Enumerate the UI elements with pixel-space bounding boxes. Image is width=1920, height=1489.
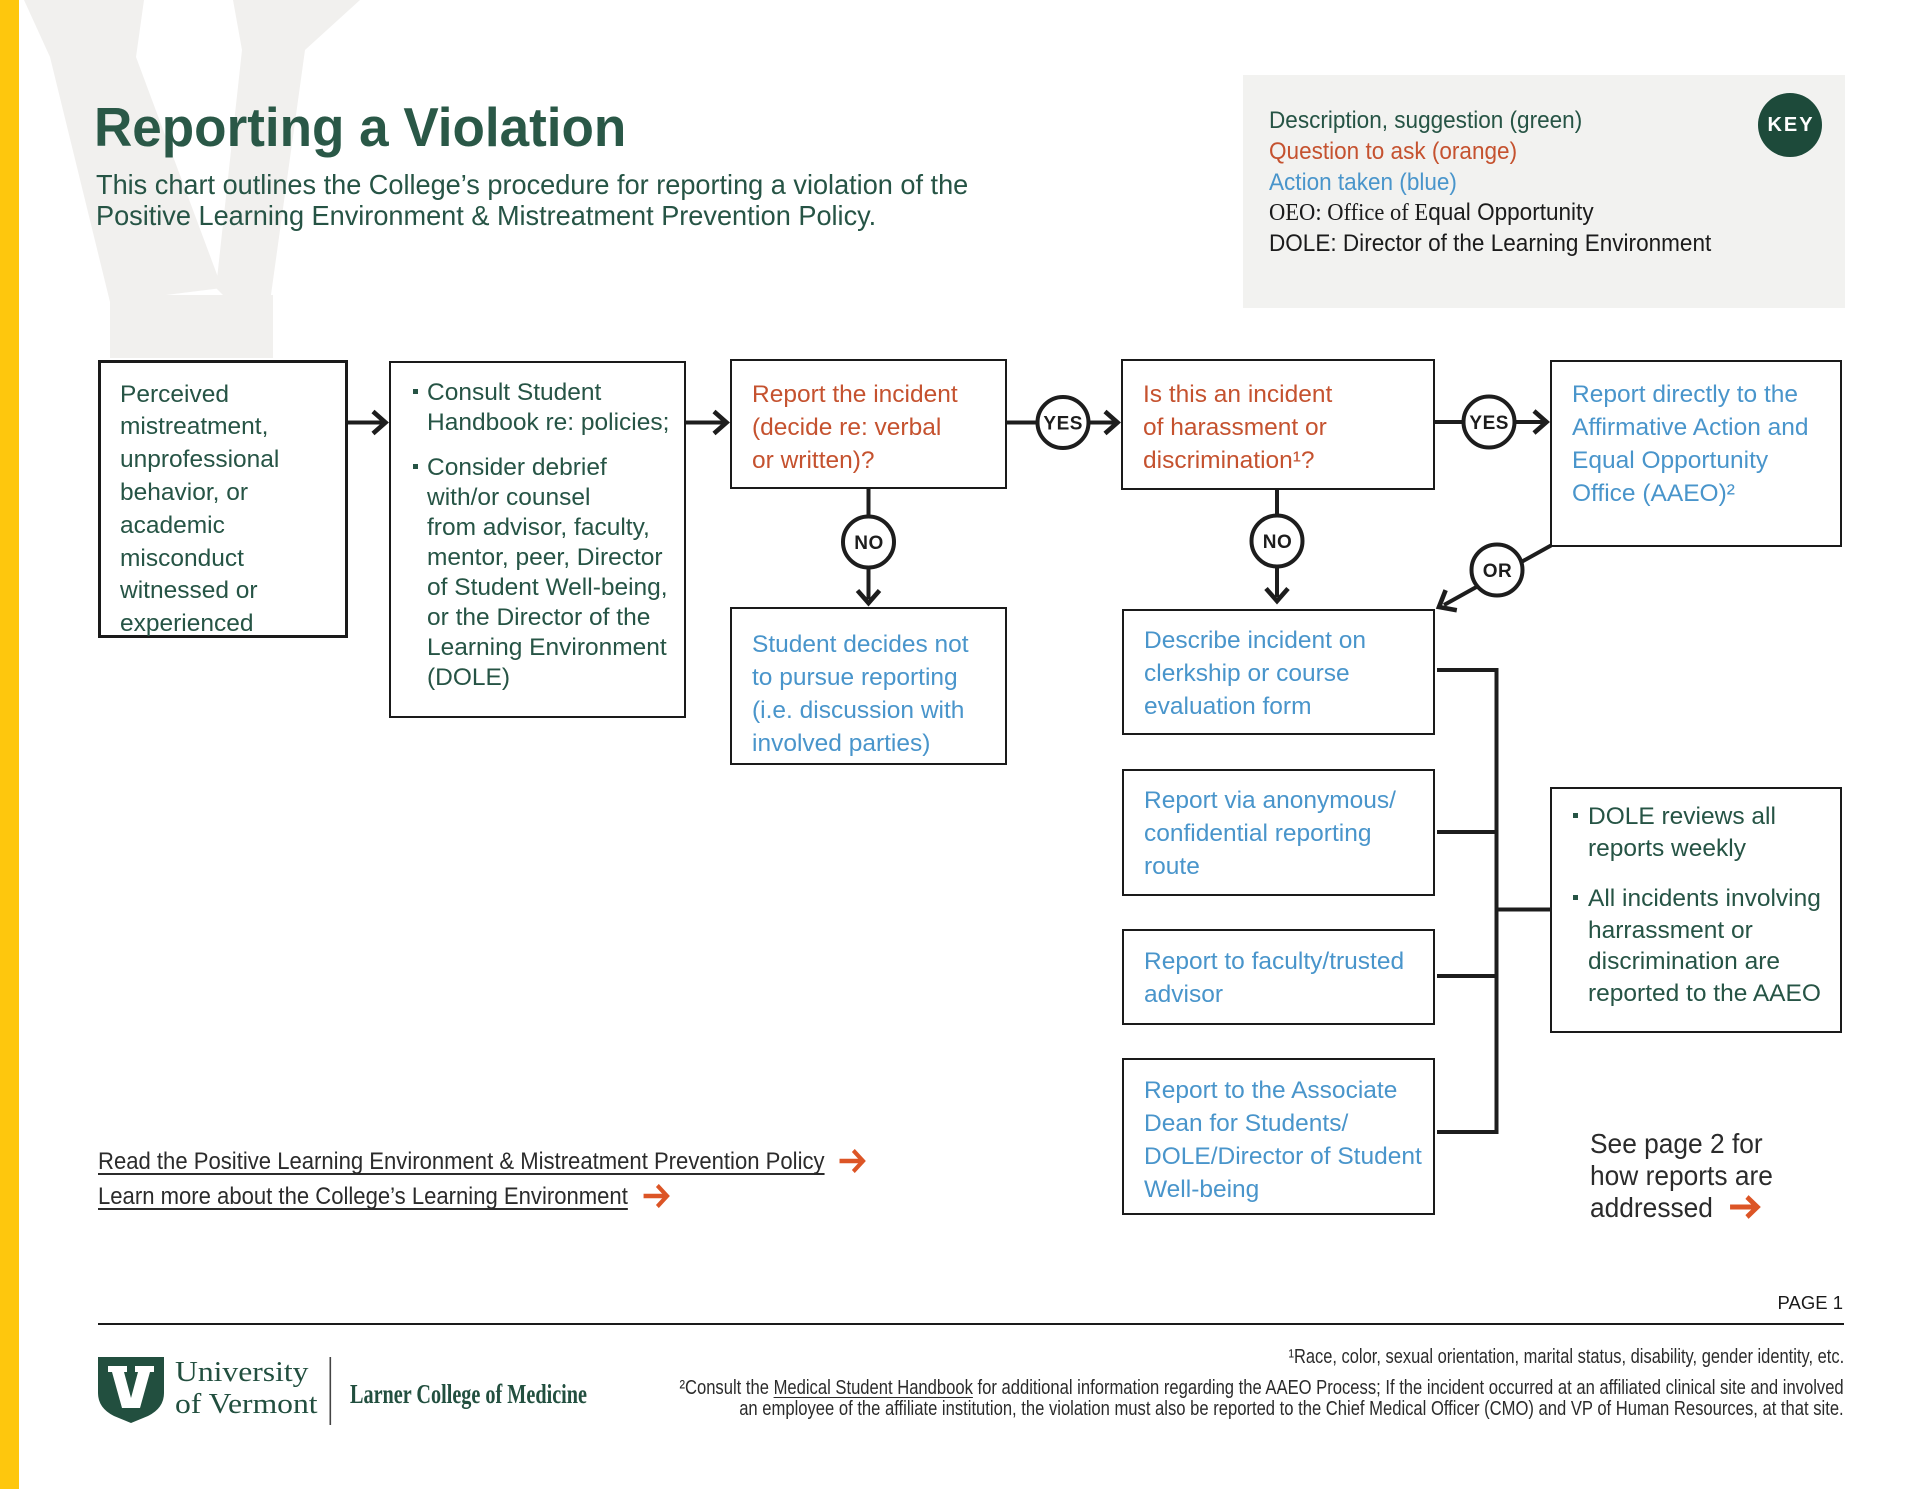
svg-text:Larner College of Medicine: Larner College of Medicine bbox=[350, 1379, 587, 1410]
svg-text:NO: NO bbox=[1263, 532, 1293, 553]
svg-text:YES: YES bbox=[1043, 413, 1083, 434]
svg-text:OR: OR bbox=[1483, 561, 1513, 582]
svg-text:of Vermont: of Vermont bbox=[175, 1389, 318, 1420]
svg-text:University: University bbox=[175, 1357, 309, 1388]
svg-text:YES: YES bbox=[1469, 413, 1509, 434]
svg-text:NO: NO bbox=[854, 533, 884, 554]
